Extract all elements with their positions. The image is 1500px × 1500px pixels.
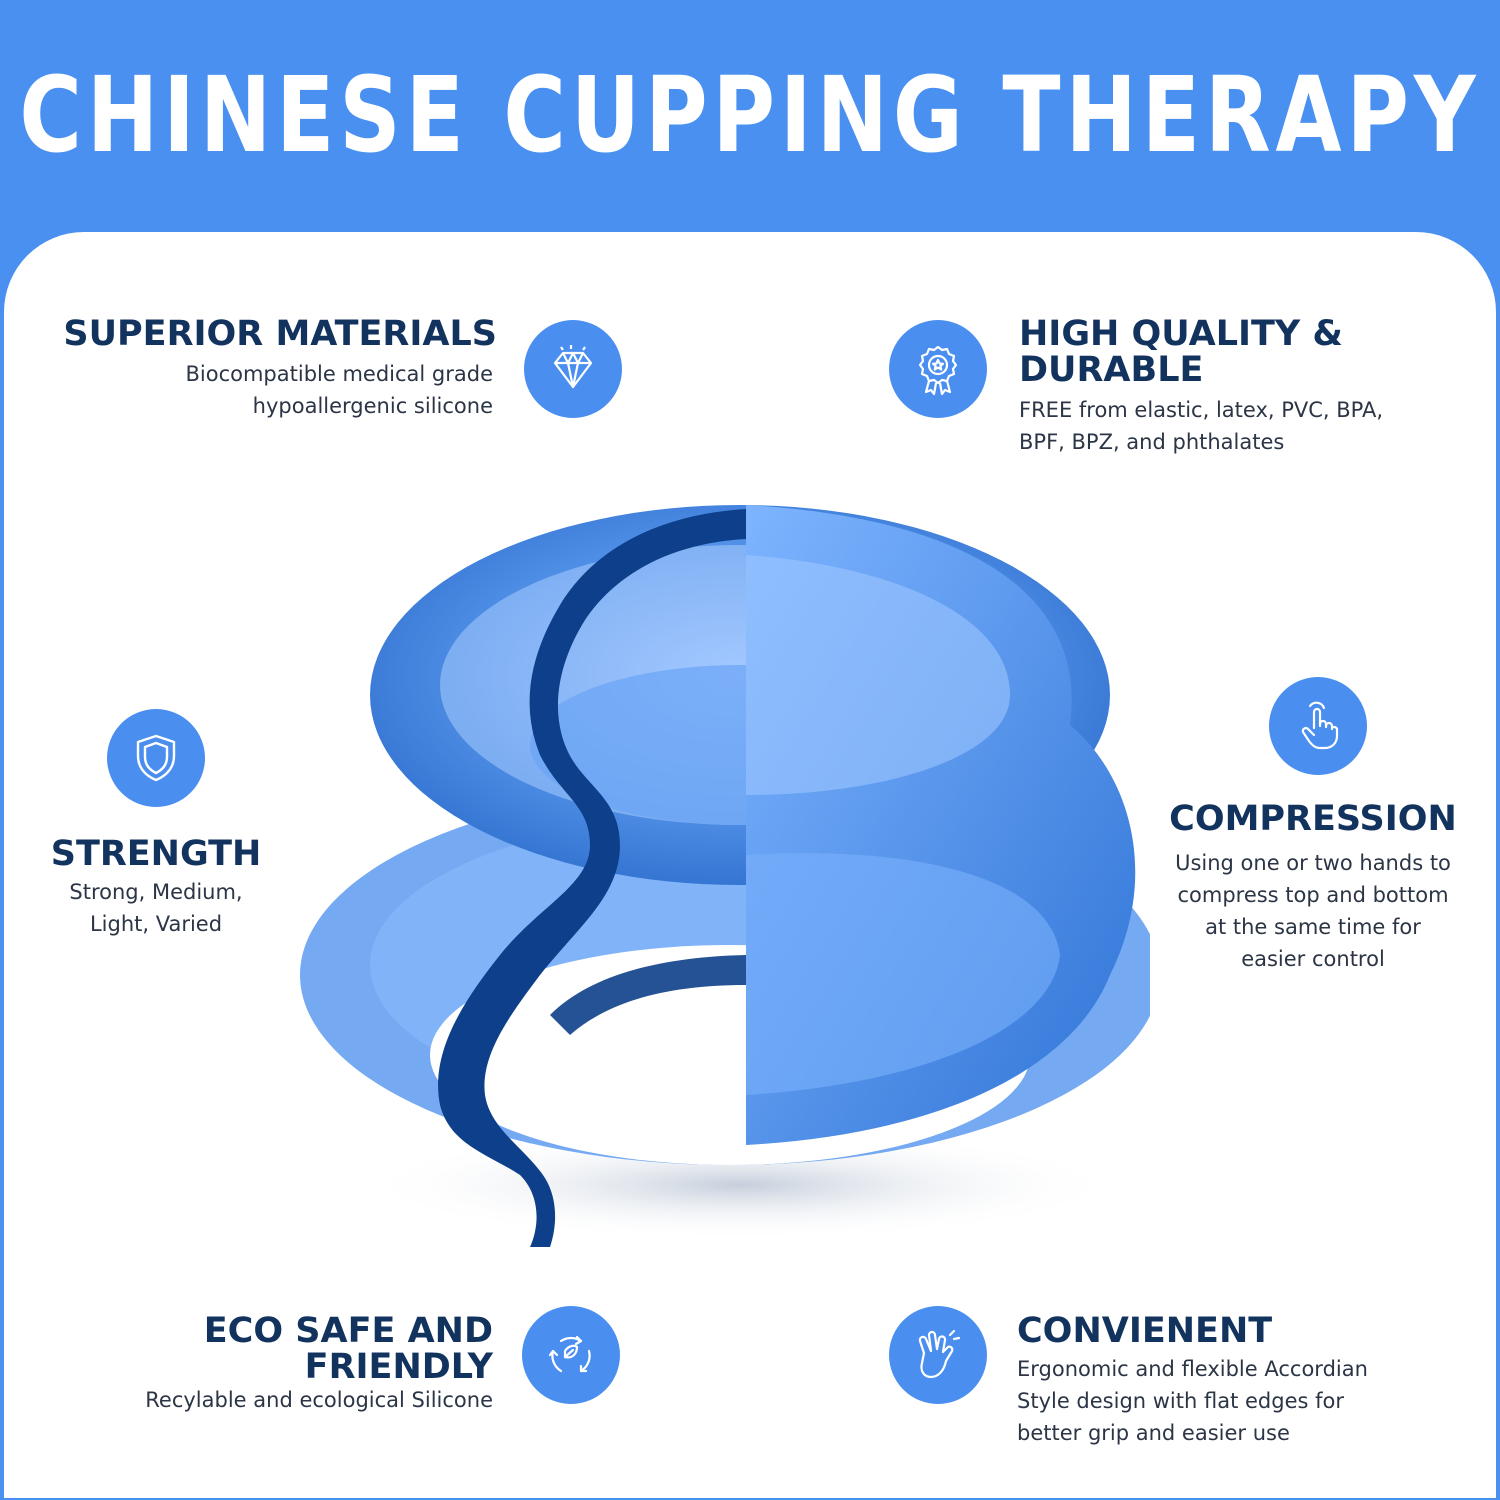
high-quality-title-line2: DURABLE bbox=[1019, 350, 1204, 390]
convenient-title: CONVIENENT bbox=[1017, 1311, 1273, 1351]
eco-title-line1: ECO SAFE AND bbox=[203, 1311, 493, 1351]
convenient-desc-line1: Ergonomic and flexible Accordian bbox=[1017, 1357, 1368, 1381]
high-quality-desc-line2: BPF, BPZ, and phthalates bbox=[1019, 430, 1285, 454]
hand-press-icon bbox=[1269, 677, 1367, 775]
strength-desc-line1: Strong, Medium, bbox=[69, 880, 243, 904]
shield-icon bbox=[107, 709, 205, 807]
compression-desc-line3: at the same time for bbox=[1205, 915, 1421, 939]
superior-materials-desc-line2: hypoallergenic silicone bbox=[252, 394, 493, 418]
compression-desc-line2: compress top and bottom bbox=[1177, 883, 1449, 907]
compression-desc: Using one or two hands to compress top a… bbox=[1150, 847, 1476, 975]
diamond-icon bbox=[524, 320, 622, 418]
award-badge-icon bbox=[889, 320, 987, 418]
superior-materials-desc-line1: Biocompatible medical grade bbox=[185, 362, 493, 386]
high-quality-desc: FREE from elastic, latex, PVC, BPA, BPF,… bbox=[1019, 394, 1449, 458]
hand-grip-icon bbox=[889, 1306, 987, 1404]
high-quality-title: HIGH QUALITY & DURABLE bbox=[1019, 316, 1343, 388]
eco-title: ECO SAFE AND FRIENDLY bbox=[60, 1313, 493, 1385]
convenient-desc-line3: better grip and easier use bbox=[1017, 1421, 1290, 1445]
eco-title-line2: FRIENDLY bbox=[304, 1347, 493, 1387]
convenient-desc: Ergonomic and flexible Accordian Style d… bbox=[1017, 1353, 1457, 1449]
high-quality-desc-line1: FREE from elastic, latex, PVC, BPA, bbox=[1019, 398, 1384, 422]
strength-desc: Strong, Medium, Light, Varied bbox=[30, 876, 282, 940]
compression-title: COMPRESSION bbox=[1169, 799, 1457, 839]
page-title: CHINESE CUPPING THERAPY bbox=[19, 54, 1481, 176]
high-quality-title-line1: HIGH QUALITY & bbox=[1019, 314, 1343, 354]
superior-materials-desc: Biocompatible medical grade hypoallergen… bbox=[60, 358, 493, 422]
strength-desc-line2: Light, Varied bbox=[89, 912, 223, 936]
recycle-leaf-icon bbox=[522, 1306, 620, 1404]
strength-title: STRENGTH bbox=[50, 834, 262, 874]
convenient-desc-line2: Style design with flat edges for bbox=[1017, 1389, 1344, 1413]
compression-desc-line4: easier control bbox=[1241, 947, 1385, 971]
superior-materials-title: SUPERIOR MATERIALS bbox=[63, 314, 497, 354]
eco-desc: Recylable and ecological Silicone bbox=[145, 1388, 493, 1412]
compression-desc-line1: Using one or two hands to bbox=[1175, 851, 1451, 875]
cupping-cup-illustration bbox=[300, 505, 1150, 1247]
header-banner: CHINESE CUPPING THERAPY bbox=[0, 0, 1500, 230]
